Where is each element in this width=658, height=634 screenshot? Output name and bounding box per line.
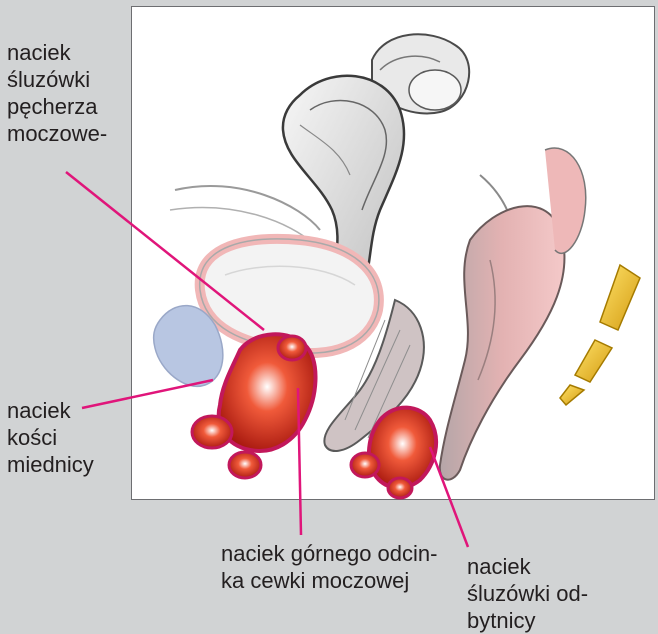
label-rectal-mucosa-infiltrate: naciek śluzówki od- bytnicy (467, 553, 588, 634)
rectum-shape (440, 148, 586, 480)
label-upper-urethra-infiltrate: naciek górnego odcin- ka cewki moczowej (221, 540, 437, 594)
coccyx-bone-shape (560, 265, 640, 405)
label-bladder-mucosa-infiltrate: naciek śluzówki pęcherza moczowe- (7, 39, 107, 147)
label-pelvic-bone-infiltrate: naciek kości miednicy (7, 397, 94, 478)
